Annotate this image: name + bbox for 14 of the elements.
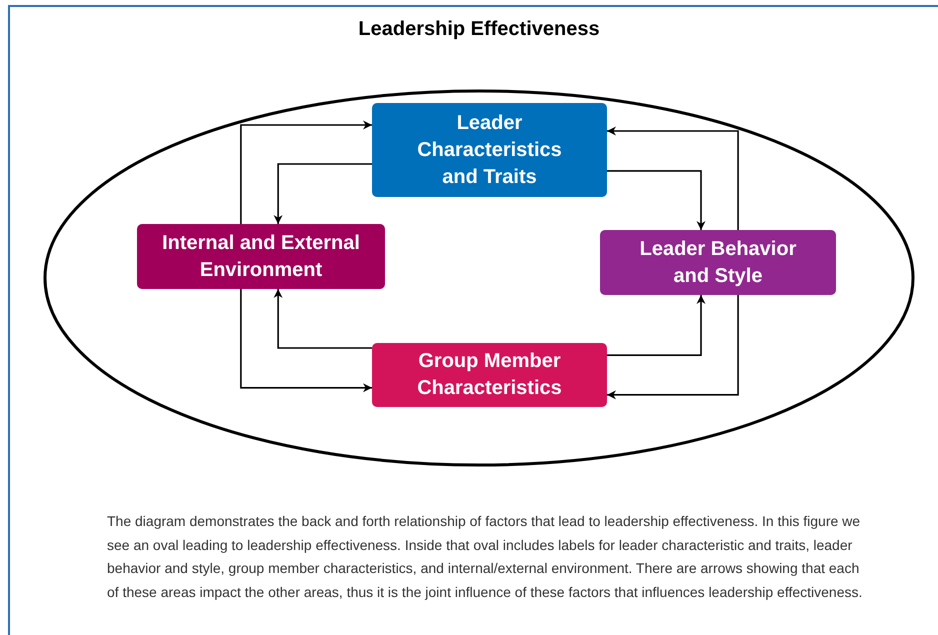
oval-title: Leadership Effectiveness xyxy=(357,17,601,42)
arrow xyxy=(240,120,372,224)
arrow xyxy=(607,126,739,230)
factor-box: Group Member Characteristics xyxy=(372,343,607,407)
arrow xyxy=(274,289,372,349)
arrow xyxy=(240,289,372,392)
arrow xyxy=(607,295,739,400)
factor-box: Leader Behavior and Style xyxy=(600,230,836,295)
factor-box: Leader Characteristics and Traits xyxy=(372,103,607,197)
arrow xyxy=(274,163,372,224)
arrow xyxy=(607,295,706,356)
caption: The diagram demonstrates the back and forth relationship of factors that lead to leadership effectiveness. In this figure we see an oval leading to leadership effectiveness. Inside that oval includes labels for leader characteristic and traits, leader behavior and style, group member characteristics, and internal/external environment. There are arrows showing that each of these areas impact the other areas, thus it is the joint influence of these factors that influences leadership effectiveness. xyxy=(107,512,864,602)
factor-box: Internal and External Environment xyxy=(137,224,385,289)
arrow xyxy=(607,170,706,230)
